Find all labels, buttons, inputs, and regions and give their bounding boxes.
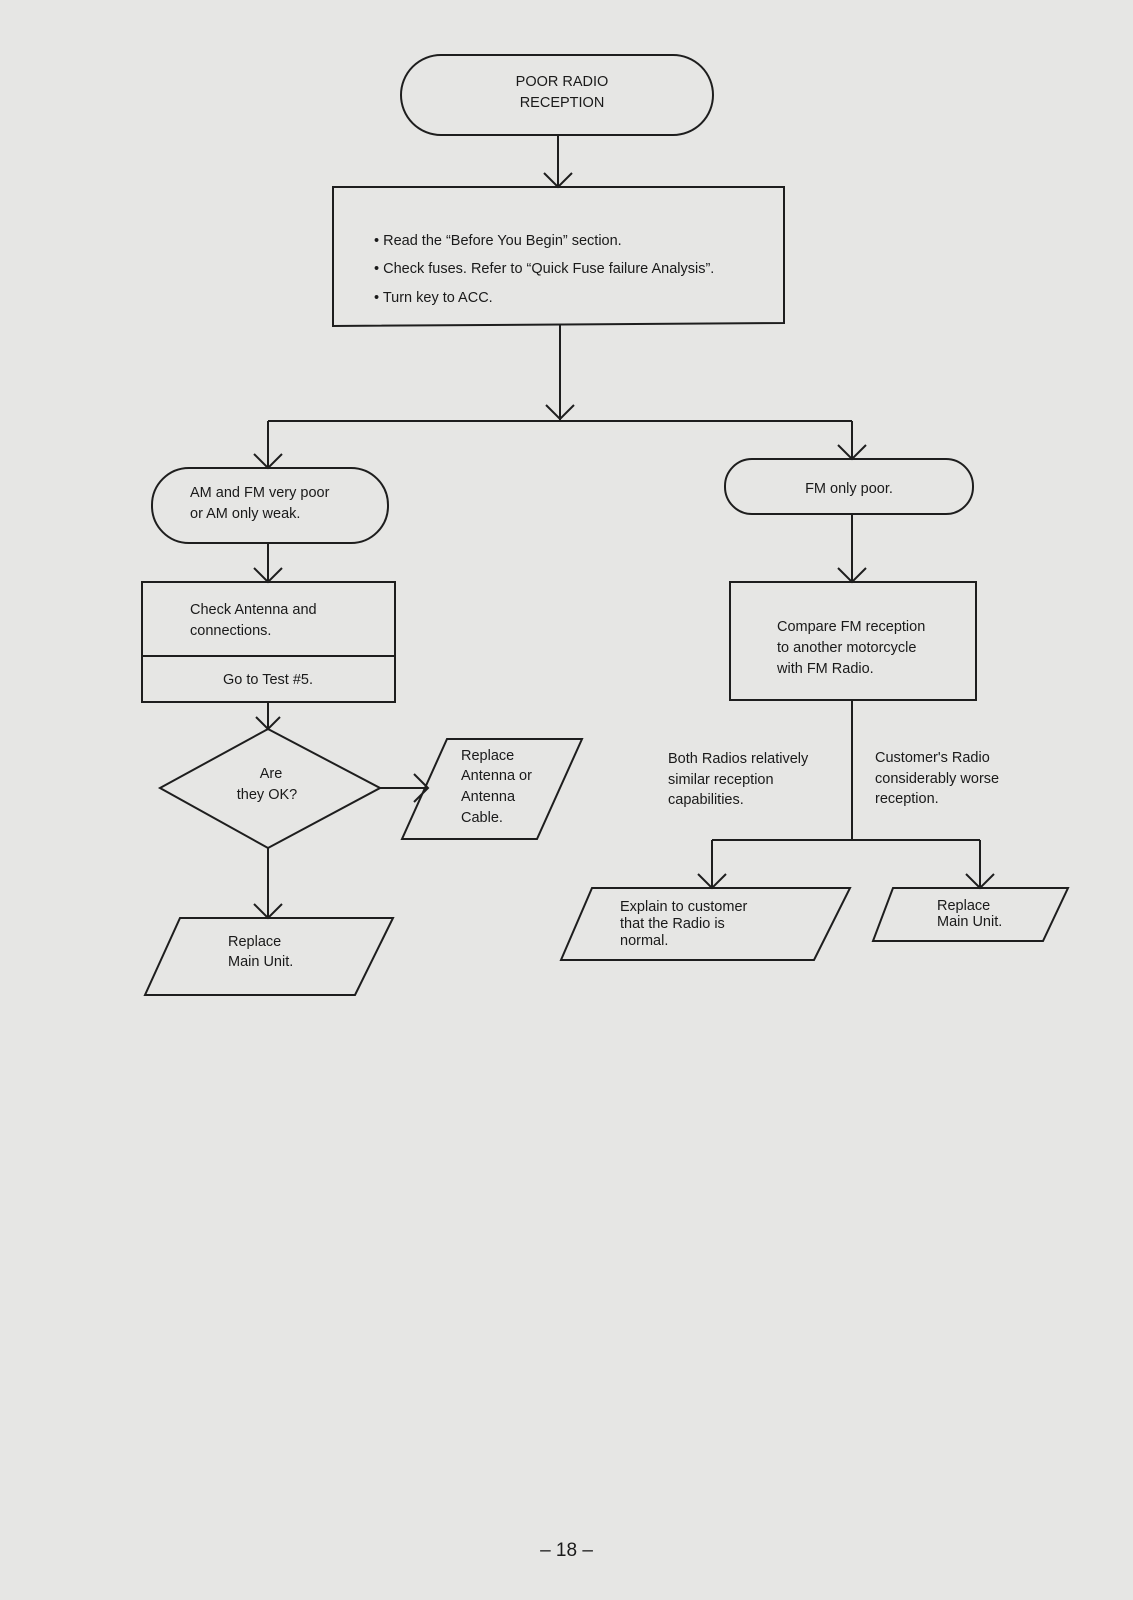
arrow-head <box>545 404 575 421</box>
fm-only-poor-terminator: FM only poor. <box>724 458 974 515</box>
start-text-line1: POOR RADIO <box>516 74 609 90</box>
compare-fm-line3: with FM Radio. <box>776 661 874 677</box>
label-similar-line3: capabilities. <box>668 792 744 808</box>
label-worse-reception: Customer's Radio considerably worse rece… <box>875 750 999 807</box>
decision-line2: they OK? <box>237 787 297 803</box>
am-branch-shape <box>151 467 389 544</box>
decision-are-they-ok: Are they OK? <box>157 727 383 850</box>
replace-antenna-shape <box>400 738 584 840</box>
compare-fm-line2: to another motorcycle <box>777 640 916 656</box>
replace-antenna-line4: Cable. <box>461 810 503 826</box>
label-worse-line2: considerably worse <box>875 771 999 787</box>
preliminary-steps-box: • Read the “Before You Begin” section. •… <box>332 186 785 328</box>
replace-main-right-line1: Replace <box>937 898 990 914</box>
start-terminator: POOR RADIO RECEPTION <box>400 54 714 136</box>
replace-antenna-box: Replace Antenna or Antenna Cable. <box>400 738 584 840</box>
replace-main-unit-right-box: Replace Main Unit. <box>871 887 1070 942</box>
am-branch-line2: or AM only weak. <box>190 506 300 522</box>
replace-main-right-shape <box>871 887 1070 942</box>
explain-line2: that the Radio is <box>620 916 725 932</box>
check-antenna-line1: Check Antenna and <box>190 602 317 618</box>
replace-main-right-line2: Main Unit. <box>937 914 1002 930</box>
replace-main-left-line2: Main Unit. <box>228 954 293 970</box>
preliminary-shape <box>332 186 785 328</box>
compare-fm-box: Compare FM reception to another motorcyc… <box>729 581 977 701</box>
am-branch-line1: AM and FM very poor <box>190 485 330 501</box>
explain-line1: Explain to customer <box>620 899 748 915</box>
check-antenna-line2: connections. <box>190 623 271 639</box>
label-similar-reception: Both Radios relatively similar reception… <box>668 751 809 808</box>
explain-radio-normal-box: Explain to customer that the Radio is no… <box>559 887 852 961</box>
replace-main-left-line1: Replace <box>228 934 281 950</box>
fm-branch-line1: FM only poor. <box>805 481 893 497</box>
explain-line3: normal. <box>620 933 668 949</box>
check-antenna-box: Check Antenna and connections. Go to Tes… <box>141 581 396 703</box>
label-worse-line3: reception. <box>875 791 939 807</box>
replace-main-left-shape <box>143 917 395 996</box>
replace-antenna-line1: Replace <box>461 748 514 764</box>
page-number: – 18 – <box>540 1540 593 1561</box>
am-fm-very-poor-terminator: AM and FM very poor or AM only weak. <box>151 467 389 544</box>
start-text-line2: RECEPTION <box>520 95 605 111</box>
label-worse-line1: Customer's Radio <box>875 750 990 766</box>
explain-shape <box>559 887 852 961</box>
step-read-before-you-begin: • Read the “Before You Begin” section. <box>374 233 622 249</box>
label-similar-line1: Both Radios relatively <box>668 751 809 767</box>
decision-line1: Are <box>260 766 283 782</box>
step-turn-key: • Turn key to ACC. <box>374 290 493 306</box>
replace-main-unit-left-box: Replace Main Unit. <box>143 917 395 996</box>
replace-antenna-line3: Antenna <box>461 789 516 805</box>
replace-antenna-line2: Antenna or <box>461 768 532 784</box>
label-similar-line2: similar reception <box>668 772 774 788</box>
fm-branch-shape <box>724 458 974 515</box>
compare-fm-line1: Compare FM reception <box>777 619 925 635</box>
go-to-test-5: Go to Test #5. <box>223 672 313 688</box>
arrow-head <box>413 773 430 803</box>
step-check-fuses: • Check fuses. Refer to “Quick Fuse fail… <box>374 261 714 277</box>
